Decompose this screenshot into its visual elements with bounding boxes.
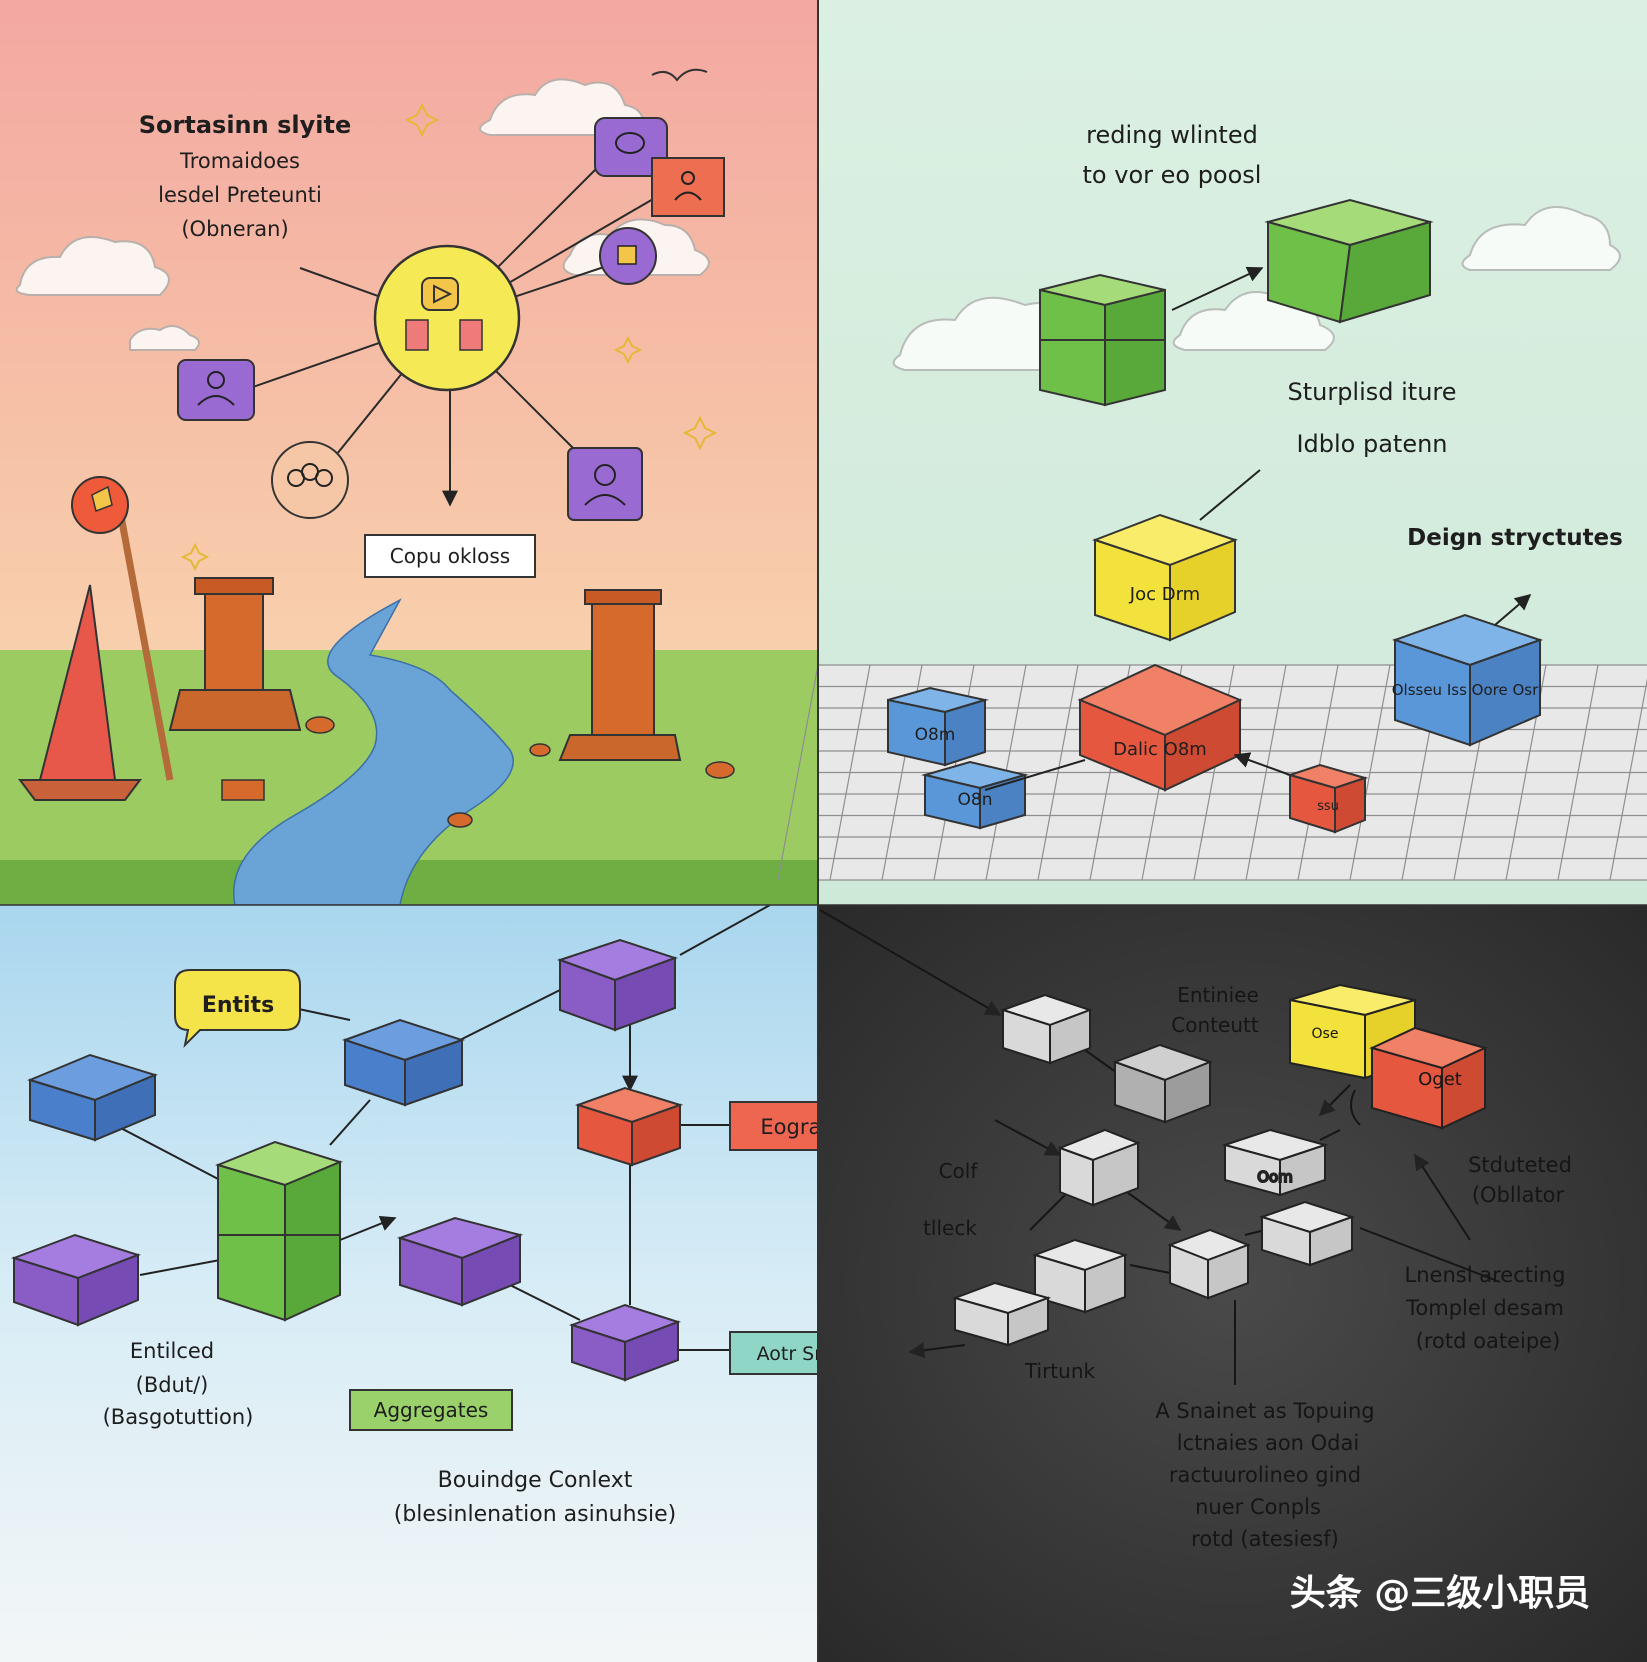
cube-label: Oget — [1418, 1069, 1462, 1090]
top-line: to vor eo poosl — [1083, 161, 1262, 189]
bird-icon — [651, 68, 708, 82]
center-line: rotd (atesiesf) — [1191, 1527, 1339, 1551]
bottom-line: (blesinlenation asinuhsie) — [394, 1502, 677, 1527]
purple-cube-top — [556, 938, 679, 1032]
cube-arrow — [1494, 593, 1532, 626]
aggregates-green-tag: Aggregates — [349, 1389, 513, 1431]
title-line: lesdel Preteunti — [158, 183, 322, 207]
panel-top-left: Sortasinn slyite Tromaidoes lesdel Prete… — [0, 0, 818, 906]
bubble-label: Entits — [202, 993, 274, 1018]
left-word: tlleck — [923, 1216, 977, 1240]
left-line: Entilced — [130, 1339, 214, 1363]
grass-edge — [0, 860, 818, 905]
template-line: Lnensl arecting — [1405, 1263, 1566, 1287]
cube-label: Oom — [1257, 1168, 1293, 1186]
panel-top-right: reding wlinted to vor eo poosl Sturplisd… — [777, 0, 1647, 905]
entities-bubble: Entits — [174, 969, 301, 1049]
hub-circle — [373, 244, 521, 392]
title-line: Sortasinn slyite — [139, 111, 351, 139]
gray-cube: Oom — [1221, 1128, 1329, 1197]
yellow-cube: Joc Drm — [1092, 513, 1238, 642]
rocks — [221, 716, 735, 828]
title-line: Tromaidoes — [179, 149, 300, 173]
cube-label: O8m — [915, 725, 956, 745]
purple-cube-mid — [396, 1216, 524, 1307]
blue-cube-small: O8n — [921, 760, 1029, 830]
cube-label: ssu — [1317, 799, 1339, 814]
red-obelisk — [18, 584, 142, 801]
template-line: Tomplel desam — [1405, 1296, 1564, 1320]
top-line: Conteutt — [1171, 1013, 1259, 1037]
watermark-text: 头条 @三级小职员 — [1290, 1573, 1591, 1614]
panel-bottom-right: Oom — [818, 905, 1647, 1662]
tool-icon — [599, 227, 657, 285]
blue-cube-right: Olsseu Iss Oore Osr — [1392, 613, 1544, 747]
gray-cube — [1112, 1043, 1213, 1124]
label-box: Copu okloss — [364, 534, 536, 578]
title-line: (Obneran) — [181, 217, 288, 241]
cube-label: O8n — [958, 790, 993, 810]
cube-label: Joc Drm — [1129, 584, 1200, 605]
purple-cube-left — [10, 1233, 142, 1327]
red-cube-small: ssu — [1286, 763, 1369, 834]
center-line: A Snainet as Topuing — [1155, 1399, 1374, 1423]
user-icon — [177, 359, 255, 421]
right-line: (Obllator — [1472, 1183, 1565, 1207]
pointer-line — [1199, 469, 1261, 521]
center-line: lctnaies aon Odai — [1177, 1431, 1359, 1455]
left-line: (Bdut/) — [136, 1373, 209, 1397]
play-icon — [433, 284, 453, 304]
group-icon — [271, 441, 349, 519]
sparkles — [180, 102, 718, 572]
top-line: reding wlinted — [1086, 121, 1258, 149]
red-cube-large: Dalic O8m — [1077, 663, 1243, 792]
blue-cube-center — [341, 1018, 466, 1107]
cube-label: Olsseu Iss Oore Osr — [1392, 681, 1539, 699]
river — [233, 598, 514, 906]
team-icon — [567, 447, 643, 521]
left-line: (Basgotuttion) — [103, 1405, 254, 1429]
top-line: Entiniee — [1177, 983, 1259, 1007]
tag-label: Aggregates — [374, 1398, 489, 1422]
box-label: Copu okloss — [390, 544, 510, 568]
center-line: nuer Conpls — [1195, 1495, 1321, 1519]
template-line: (rotd oateipe) — [1416, 1329, 1561, 1353]
left-word: Colf — [939, 1159, 979, 1183]
bottom-line: Bouindge Conlext — [438, 1468, 633, 1493]
right-label: Deign stryctutes — [1407, 525, 1623, 551]
green-cube-stack — [1039, 273, 1166, 407]
gray-cube — [1258, 1200, 1356, 1267]
blue-cube-small: O8m — [887, 686, 989, 767]
gray-cubes: Oom — [951, 993, 1356, 1347]
gray-cube — [951, 1281, 1052, 1347]
green-cube-large — [1264, 198, 1434, 324]
right-line: Stduteted — [1468, 1153, 1572, 1177]
person-icon — [651, 157, 725, 217]
middle-line: Sturplisd iture — [1287, 378, 1456, 406]
green-cube-tall — [214, 1140, 343, 1322]
purple-cube-bottom — [568, 1303, 682, 1382]
cube-connectors — [984, 752, 1291, 791]
beacon-pole — [71, 476, 174, 781]
gray-cube — [999, 993, 1093, 1065]
red-cube — [574, 1086, 684, 1167]
chat-icon — [594, 117, 668, 177]
middle-line: Idblo patenn — [1296, 430, 1447, 458]
orange-pillar-right — [558, 589, 682, 761]
red-cube: Oget — [1369, 1026, 1488, 1130]
cube-label: Ose — [1312, 1026, 1339, 1042]
center-line: ractuurolineo gind — [1169, 1463, 1361, 1487]
orange-pillar-left — [168, 577, 302, 731]
bottom-word: Tirtunk — [1024, 1359, 1096, 1383]
panel-bottom-left: Entits — [0, 904, 911, 1662]
gray-cube — [1167, 1228, 1251, 1300]
blue-cube-left — [27, 1053, 158, 1142]
gray-cube — [1057, 1128, 1141, 1207]
title-block: Sortasinn slyite Tromaidoes lesdel Prete… — [139, 111, 351, 241]
cube-arrow — [1171, 266, 1264, 311]
cube-label: Dalic O8m — [1113, 739, 1207, 760]
